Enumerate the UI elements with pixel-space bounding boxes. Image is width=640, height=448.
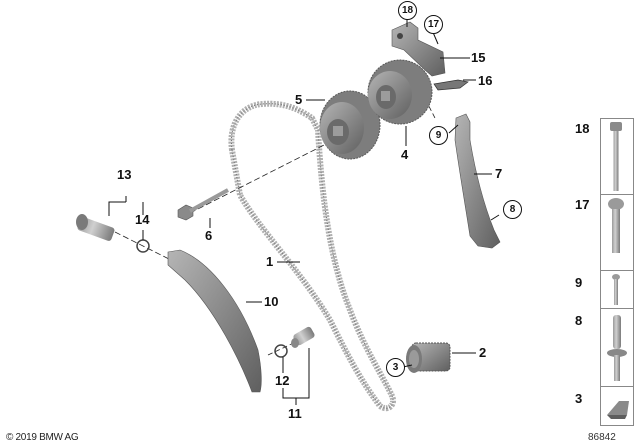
side-item-17[interactable]: 17: [575, 194, 634, 272]
crankshaft-sprocket[interactable]: [406, 342, 451, 373]
bracket[interactable]: [391, 21, 446, 77]
side-item-label: 3: [575, 391, 583, 406]
callout-5: 5: [295, 92, 303, 107]
side-item-3[interactable]: 3: [575, 386, 634, 426]
camshaft-adjuster-exhaust[interactable]: [367, 59, 433, 125]
callout-8: 8: [503, 200, 522, 219]
camshaft-adjuster-intake[interactable]: [319, 90, 381, 160]
stud-bolt-icon: [607, 315, 627, 381]
callout-13: 13: [117, 167, 132, 182]
callout-16: 16: [478, 73, 493, 88]
flange-bolt-icon: [608, 198, 624, 253]
guide-rail[interactable]: [454, 113, 501, 249]
side-item-9[interactable]: 9: [575, 270, 634, 310]
diagram-id: 86842: [588, 432, 616, 443]
woodruff-key-icon: [607, 401, 629, 419]
copyright-text: © 2019 BMW AG: [6, 432, 79, 443]
callout-7: 7: [495, 166, 503, 181]
o-ring[interactable]: [274, 344, 288, 358]
timing-chain[interactable]: [228, 100, 396, 412]
callout-11: 11: [288, 406, 302, 421]
side-item-label: 8: [575, 313, 583, 328]
side-item-8[interactable]: 8: [575, 308, 634, 388]
callout-12: 12: [275, 373, 290, 388]
socket-screw-icon: [612, 274, 620, 305]
callout-2: 2: [479, 345, 487, 360]
side-item-label: 9: [575, 275, 583, 290]
callout-10: 10: [264, 294, 279, 309]
gasket[interactable]: [433, 79, 469, 91]
callout-1: 1: [266, 254, 274, 269]
callout-15: 15: [471, 50, 486, 65]
axis-line: [189, 142, 329, 214]
callout-6: 6: [205, 228, 213, 243]
callout-14: 14: [135, 212, 150, 227]
callout-3: 3: [386, 358, 405, 377]
tensioner-plunger[interactable]: [291, 326, 316, 348]
callout-18: 18: [398, 1, 417, 20]
callout-4: 4: [401, 147, 409, 162]
axis-line: [114, 231, 176, 263]
long-hex-bolt-icon: [610, 122, 622, 191]
side-item-label: 18: [575, 121, 590, 136]
axis-line: [267, 339, 301, 356]
side-item-label: 17: [575, 197, 590, 212]
side-item-18[interactable]: 18: [575, 118, 634, 196]
bolt-6[interactable]: [177, 188, 229, 221]
tensioner-rail[interactable]: [167, 249, 262, 393]
callout-17: 17: [424, 15, 443, 34]
chain-tensioner[interactable]: [76, 214, 115, 242]
callout-9: 9: [429, 126, 448, 145]
